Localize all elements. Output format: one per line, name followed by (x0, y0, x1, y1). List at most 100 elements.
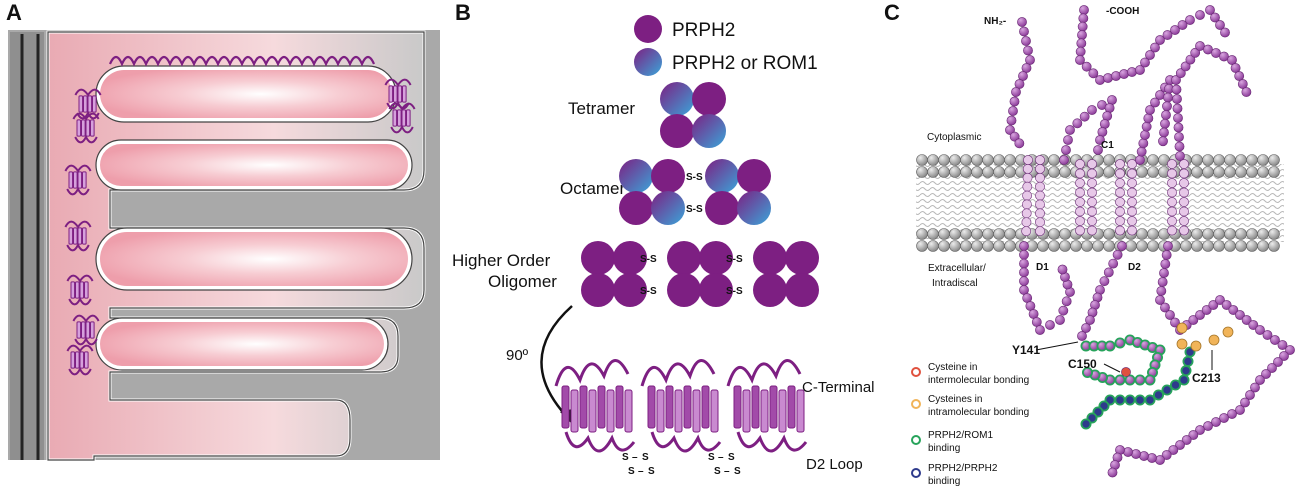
bond-s-5: S (708, 452, 715, 463)
panel-b: B PRPH2 PRPH2 or ROM1 Tetramer Octamer S… (452, 0, 875, 477)
bond-s-1: S (622, 452, 629, 463)
higher-order-label-1: Higher Order (452, 251, 551, 270)
bond-s-3: S (628, 466, 635, 477)
tetraspanin-unit (640, 359, 722, 453)
bond-dash-4: – (724, 466, 730, 477)
oligomer-ss-3: S-S (726, 254, 743, 265)
tetramer (660, 82, 726, 148)
legend-prph2-prph2-line1: PRPH2/PRPH2 (928, 463, 998, 474)
bond-s-6: S (728, 452, 735, 463)
bond-dash-1: – (632, 452, 638, 463)
panel-a: A (6, 0, 440, 462)
intramolecular-cysteine (1208, 334, 1220, 346)
d2-loop-label: D2 Loop (806, 456, 863, 473)
prph2-rim-cluster (384, 78, 412, 110)
octamer-ss-top: S-S (686, 172, 703, 183)
octamer-label: Octamer (560, 179, 626, 198)
legend-prph2-or-rom1-label: PRPH2 or ROM1 (672, 53, 818, 74)
cooh-terminus-label: -COOH (1106, 6, 1139, 17)
bead-segment (1080, 334, 1166, 386)
legend-intermolecular-line1: Cysteine in (928, 362, 977, 373)
c213-label: C213 (1192, 371, 1221, 385)
cytoplasmic-label: Cytoplasmic (927, 132, 981, 143)
prph2-rim-cluster (72, 112, 100, 144)
legend-prph2-prph2-line2: binding (928, 476, 960, 487)
higher-order-label-2: Oligomer (488, 272, 557, 291)
bead-segment (1135, 75, 1175, 165)
bead-segment (1115, 159, 1125, 236)
prph2-rim-cluster (64, 220, 92, 252)
cysteine-c150 (1121, 367, 1131, 377)
legend-intramolecular-line2: intramolecular bonding (928, 407, 1029, 418)
bead-segment (1075, 159, 1085, 236)
d1-label: D1 (1036, 262, 1049, 273)
bead-segment (1107, 405, 1245, 478)
bond-dash-2: – (638, 466, 644, 477)
tetraspanin-unit (554, 359, 636, 453)
panel-a-letter: A (6, 0, 22, 25)
bead-segment (1021, 155, 1033, 237)
disc-rim-squiggles (108, 55, 376, 67)
tetraspanin-unit (726, 359, 808, 453)
panel-c-legend: Cysteine in intermolecular bonding Cyste… (911, 362, 1029, 487)
tetramer-label: Tetramer (568, 99, 635, 118)
bead-segment (1035, 155, 1045, 237)
prph2-rim-cluster (66, 274, 94, 306)
c-terminal-label: C-Terminal (802, 379, 875, 396)
intramolecular-cysteine (1190, 340, 1202, 352)
legend-prph2-prph2-swatch (911, 468, 921, 478)
prph2-rim-cluster (64, 164, 92, 196)
intramolecular-cysteine (1176, 338, 1188, 350)
prph2-rim-cluster (388, 102, 416, 134)
bead-segment (1077, 241, 1127, 341)
bond-s-2: S (642, 452, 649, 463)
intramolecular-cysteine (1222, 326, 1234, 338)
prph2-rim-cluster (72, 314, 100, 346)
legend-prph2-label: PRPH2 (672, 20, 735, 41)
disc-3 (95, 227, 413, 291)
lipid-bilayer (916, 154, 1284, 252)
rotation-arrow (540, 305, 573, 421)
extracellular-label: Extracellular/ (928, 263, 986, 274)
octamer-ss-bottom: S-S (686, 204, 703, 215)
panel-c: C NH₂- -COOH Cytoplasmic C1 Extracellula… (884, 0, 1295, 487)
nh2-terminus-label: NH₂- (984, 16, 1006, 27)
intradiscal-label: Intradiscal (932, 278, 978, 289)
bead-segment (1075, 5, 1230, 85)
peptide-chain (1005, 5, 1295, 478)
panel-c-letter: C (884, 0, 900, 25)
c150-label: C150 (1068, 357, 1097, 371)
d2-label: D2 (1128, 262, 1141, 273)
side-view-oligomer (554, 359, 808, 453)
bond-s-4: S (648, 466, 655, 477)
bond-dash-3: – (718, 452, 724, 463)
oligomer-ss-1: S-S (640, 254, 657, 265)
legend-intramolecular-line1: Cysteines in (928, 394, 982, 405)
panel-b-letter: B (455, 0, 471, 25)
bead-segment (1087, 159, 1097, 236)
c1-label: C1 (1101, 140, 1114, 151)
bead-segment (1179, 159, 1189, 236)
c150-pointer (1103, 363, 1121, 373)
bead-segment (1171, 41, 1252, 161)
bead-segment (1080, 346, 1196, 430)
y141-label: Y141 (1012, 343, 1040, 357)
legend-prph2-rom1-swatch (911, 435, 921, 445)
y141-pointer (1035, 341, 1079, 351)
legend-intermolecular-swatch (911, 367, 921, 377)
prph2-rim-cluster (74, 88, 102, 120)
legend-prph2-swatch (634, 15, 662, 43)
intramolecular-cysteine (1176, 322, 1188, 334)
octamer (619, 159, 771, 225)
bead-segment (1059, 95, 1117, 165)
bead-segment (1005, 17, 1035, 149)
oligomer-ss-2: S-S (640, 286, 657, 297)
oligomer-ss-4: S-S (726, 286, 743, 297)
prph2-rim-cluster (66, 344, 94, 376)
bead-segment (1167, 159, 1177, 236)
rotation-label: 90º (506, 347, 529, 364)
legend-prph2-rom1-line2: binding (928, 443, 960, 454)
legend-intramolecular-swatch (911, 399, 921, 409)
bond-s-8: S (734, 466, 741, 477)
